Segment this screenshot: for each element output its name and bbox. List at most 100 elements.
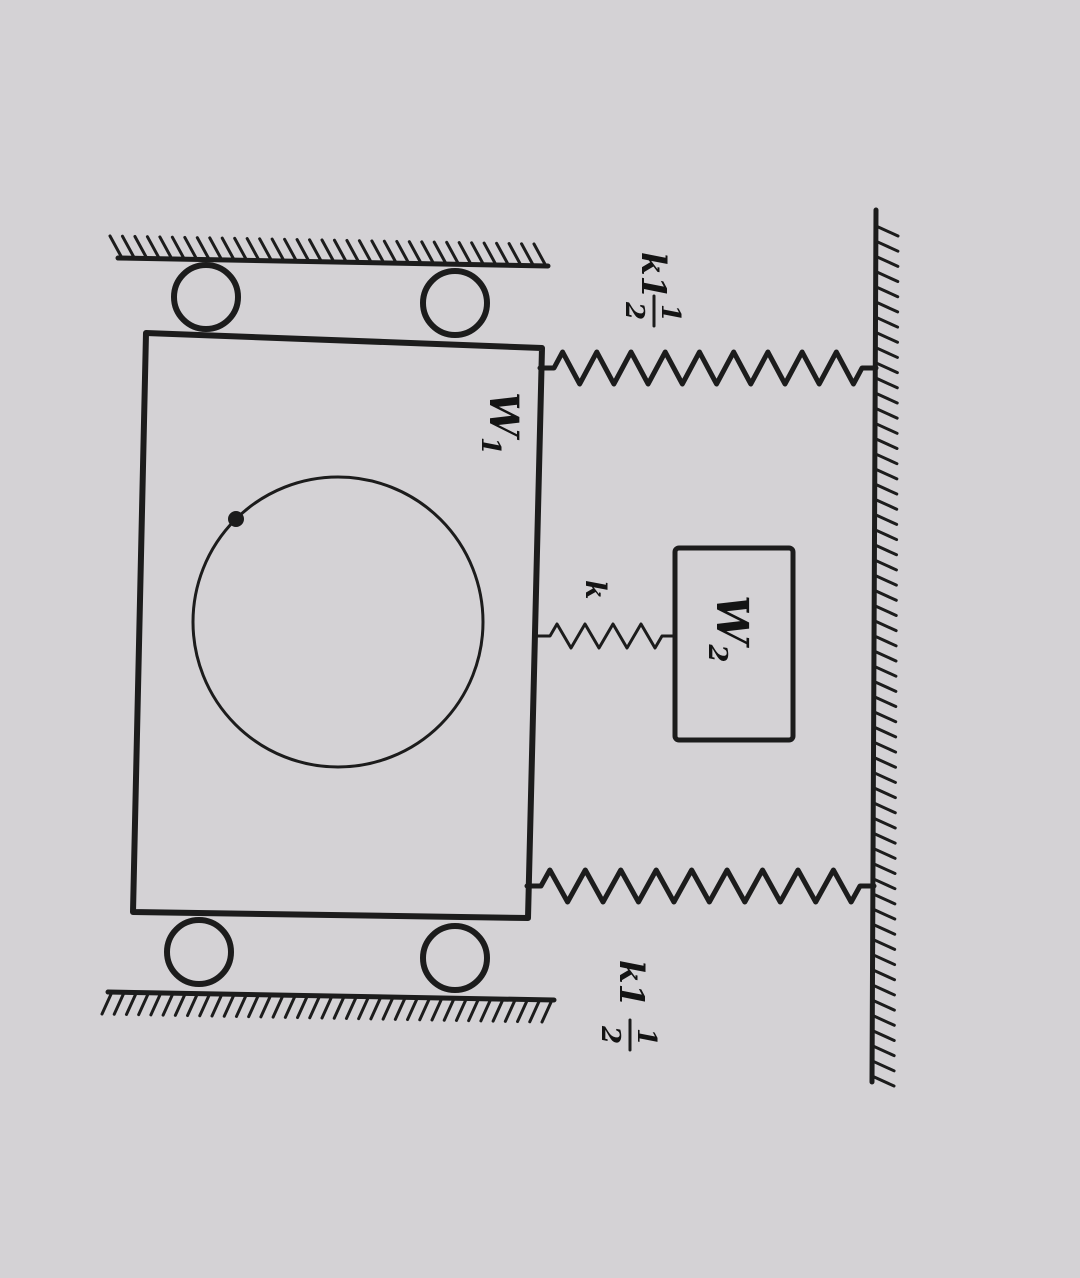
hatch-mark xyxy=(871,786,897,800)
hatch-mark xyxy=(872,725,898,739)
top-guide-hatching xyxy=(108,234,548,268)
hatch-mark xyxy=(296,994,310,1020)
hatch-mark xyxy=(873,543,898,557)
mass-w2-label-main-subscript: 2 xyxy=(702,643,732,662)
hatch-mark xyxy=(271,993,285,1019)
hatch-mark xyxy=(872,649,898,663)
hatch-mark xyxy=(320,994,334,1020)
bottom-guide-surface xyxy=(100,989,557,1024)
hatch-mark xyxy=(874,330,899,344)
hatch-mark xyxy=(873,345,899,359)
hatch-mark xyxy=(870,1074,896,1088)
hatch-mark xyxy=(870,1013,896,1027)
hatch-mark xyxy=(418,996,432,1022)
hatch-mark xyxy=(874,315,900,329)
hatch-mark xyxy=(407,240,423,266)
hatch-mark xyxy=(320,238,336,264)
hatch-mark xyxy=(259,993,273,1019)
unbalance-mass-dot xyxy=(228,511,244,527)
spring-k1-upper-label: 1 2 k1 xyxy=(619,252,685,328)
hatch-mark xyxy=(871,801,897,815)
hatch-mark xyxy=(420,240,436,266)
hatch-mark xyxy=(870,998,896,1012)
hatch-mark xyxy=(445,240,461,266)
hatch-mark xyxy=(873,376,899,390)
hatch-mark xyxy=(871,892,897,906)
hatch-mark xyxy=(871,877,897,891)
hatch-mark xyxy=(874,300,900,314)
hatch-mark xyxy=(871,922,897,936)
hatch-mark xyxy=(430,996,444,1022)
roller-top-left xyxy=(171,262,241,332)
hatch-mark xyxy=(532,242,548,268)
hatch-mark xyxy=(872,558,898,572)
hatch-mark xyxy=(503,997,517,1023)
hatch-mark xyxy=(170,235,186,261)
hatch-mark xyxy=(495,241,511,267)
rotor-circle xyxy=(191,475,485,769)
hatch-mark xyxy=(874,270,900,284)
hatch-mark xyxy=(507,242,523,268)
spring-k-absorber xyxy=(534,622,678,650)
hatch-mark xyxy=(871,846,897,860)
hatch-mark xyxy=(149,991,163,1017)
mass-w2-block xyxy=(672,545,796,743)
hatch-mark xyxy=(308,994,322,1020)
hatch-mark xyxy=(108,234,124,260)
hatch-mark xyxy=(872,588,898,602)
hatch-mark xyxy=(870,1059,896,1073)
spring-k1-lower-label: k1 1 2 xyxy=(595,960,661,1052)
hatch-mark xyxy=(872,740,898,754)
mass-w1-label-main-subscript: 1 xyxy=(475,437,505,455)
hatch-mark xyxy=(381,995,395,1021)
hatch-mark xyxy=(457,241,473,267)
hatch-mark xyxy=(357,239,373,265)
hatch-mark xyxy=(871,968,896,982)
hatch-mark xyxy=(872,603,898,617)
hatch-mark xyxy=(540,998,554,1024)
hatch-mark xyxy=(332,994,346,1020)
hatch-mark xyxy=(133,234,149,260)
hatch-mark xyxy=(345,238,361,264)
hatch-mark xyxy=(432,240,448,266)
hatch-mark xyxy=(112,990,126,1016)
hatch-mark xyxy=(874,239,900,253)
spring-k1-upper-k-label: k1 xyxy=(633,252,673,299)
hatch-mark xyxy=(195,236,211,262)
hatch-mark xyxy=(871,937,897,951)
top-guide-surface xyxy=(108,234,551,269)
hatch-mark xyxy=(873,391,899,405)
roller-bottom-right xyxy=(420,923,490,993)
hatch-mark xyxy=(871,831,897,845)
hatch-mark xyxy=(873,528,899,542)
hatch-mark xyxy=(872,573,898,587)
spring-k1-upper-fraction-den: 2 xyxy=(619,301,649,320)
hatch-mark xyxy=(382,239,398,265)
hatch-mark xyxy=(454,996,468,1022)
hatch-mark xyxy=(295,238,311,264)
hatch-mark xyxy=(161,991,175,1017)
spring-k1-lower-fraction-num: 1 xyxy=(631,1028,661,1046)
hatch-mark xyxy=(873,482,899,496)
hatch-mark xyxy=(871,953,897,967)
hatch-mark xyxy=(245,237,261,263)
hatch-mark xyxy=(873,452,899,466)
spring-k1-lower xyxy=(524,867,877,905)
hatch-mark xyxy=(283,993,297,1019)
hatch-mark xyxy=(406,996,420,1022)
hatch-mark xyxy=(872,755,897,769)
bottom-guide-hatching xyxy=(100,990,554,1024)
hatch-mark xyxy=(137,991,151,1017)
hatch-mark xyxy=(270,237,286,263)
mass-w2-label: W2 xyxy=(702,595,757,663)
hatch-mark xyxy=(183,235,199,261)
hatch-mark xyxy=(872,695,898,709)
roller-top-right xyxy=(420,268,490,338)
hatch-mark xyxy=(871,770,897,784)
hatch-mark xyxy=(158,235,174,261)
mass-w1-label-main: W xyxy=(480,392,527,441)
hatch-mark xyxy=(220,236,236,262)
hatch-mark xyxy=(344,994,358,1020)
hatch-mark xyxy=(357,995,371,1021)
